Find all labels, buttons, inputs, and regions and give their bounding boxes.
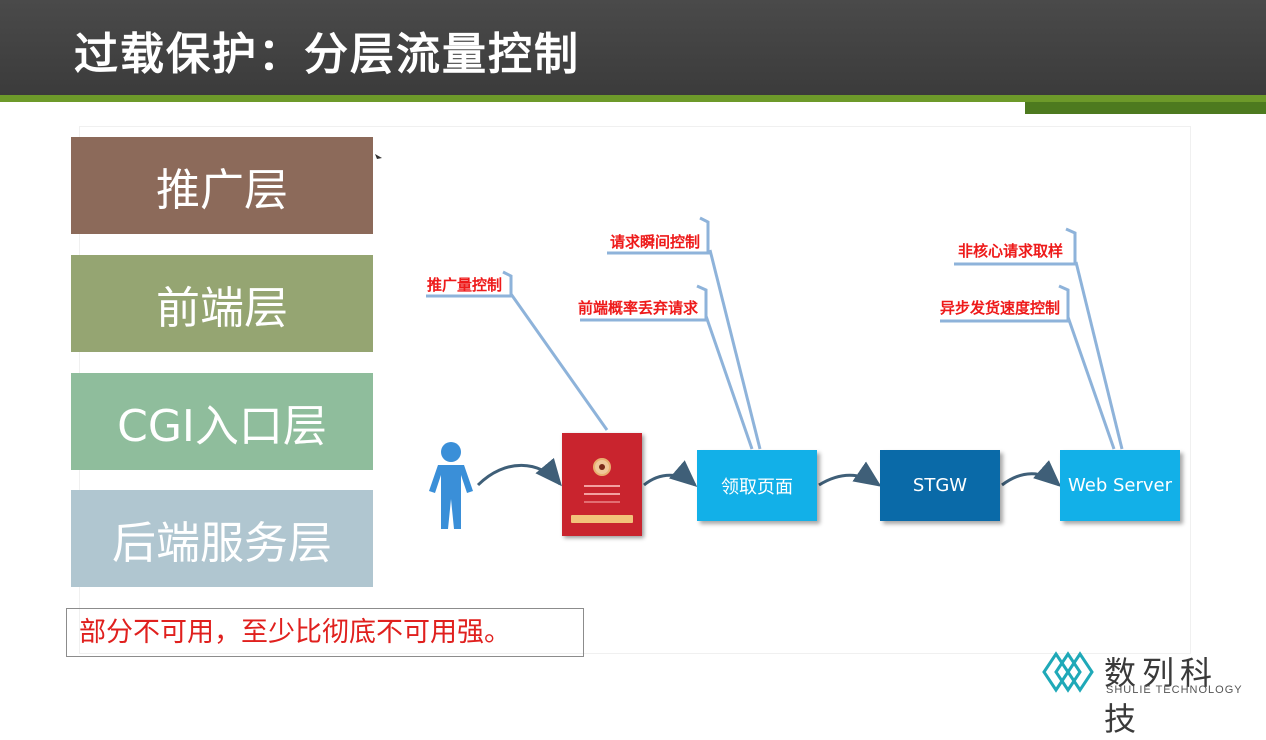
node-label: STGW xyxy=(912,475,968,496)
callout-lines xyxy=(426,216,1124,450)
node-claim-page: 领取页面 xyxy=(697,450,817,521)
layer-backend-service: 后端服务层 xyxy=(71,490,373,587)
tag-instant-control: 请求瞬间控制 xyxy=(610,233,701,251)
accent-bar-tab xyxy=(1025,102,1266,114)
layer-label: CGI入口层 xyxy=(117,400,327,452)
layer-frontend: 前端层 xyxy=(71,255,373,352)
accent-bar xyxy=(0,95,1266,102)
layer-label: 后端服务层 xyxy=(112,517,332,569)
flow-arrows xyxy=(476,457,1062,487)
stray-mark xyxy=(375,154,382,159)
node-label: 领取页面 xyxy=(721,476,793,498)
thumbnail-button xyxy=(571,515,633,523)
user-icon xyxy=(429,442,473,529)
seal-icon xyxy=(593,458,611,476)
tag-probabilistic-drop: 前端概率丢弃请求 xyxy=(578,299,699,317)
tag-noncore-sampling: 非核心请求取样 xyxy=(958,242,1064,260)
node-label: Web Server xyxy=(1068,475,1172,496)
tag-async-delivery: 异步发货速度控制 xyxy=(940,299,1061,317)
layer-label: 推广层 xyxy=(156,164,288,216)
node-web-server: Web Server xyxy=(1060,450,1180,521)
promo-page-thumbnail xyxy=(562,433,642,536)
company-logo: 数列科技 SHULIE TECHNOLOGY xyxy=(1040,648,1250,738)
summary-note: 部分不可用，至少比彻底不可用强。 xyxy=(66,608,584,657)
flow-diagram xyxy=(375,154,1124,487)
title-bar: 过载保护：分层流量控制 xyxy=(0,0,1266,95)
node-stgw: STGW xyxy=(880,450,1000,521)
tag-promo-volume: 推广量控制 xyxy=(427,276,503,294)
logo-subtitle: SHULIE TECHNOLOGY xyxy=(1106,684,1243,696)
page-title: 过载保护：分层流量控制 xyxy=(74,29,580,80)
logo-mark-icon xyxy=(1042,651,1094,693)
layer-label: 前端层 xyxy=(156,282,288,334)
layer-cgi-entry: CGI入口层 xyxy=(71,373,373,470)
layer-promotion: 推广层 xyxy=(71,137,373,234)
